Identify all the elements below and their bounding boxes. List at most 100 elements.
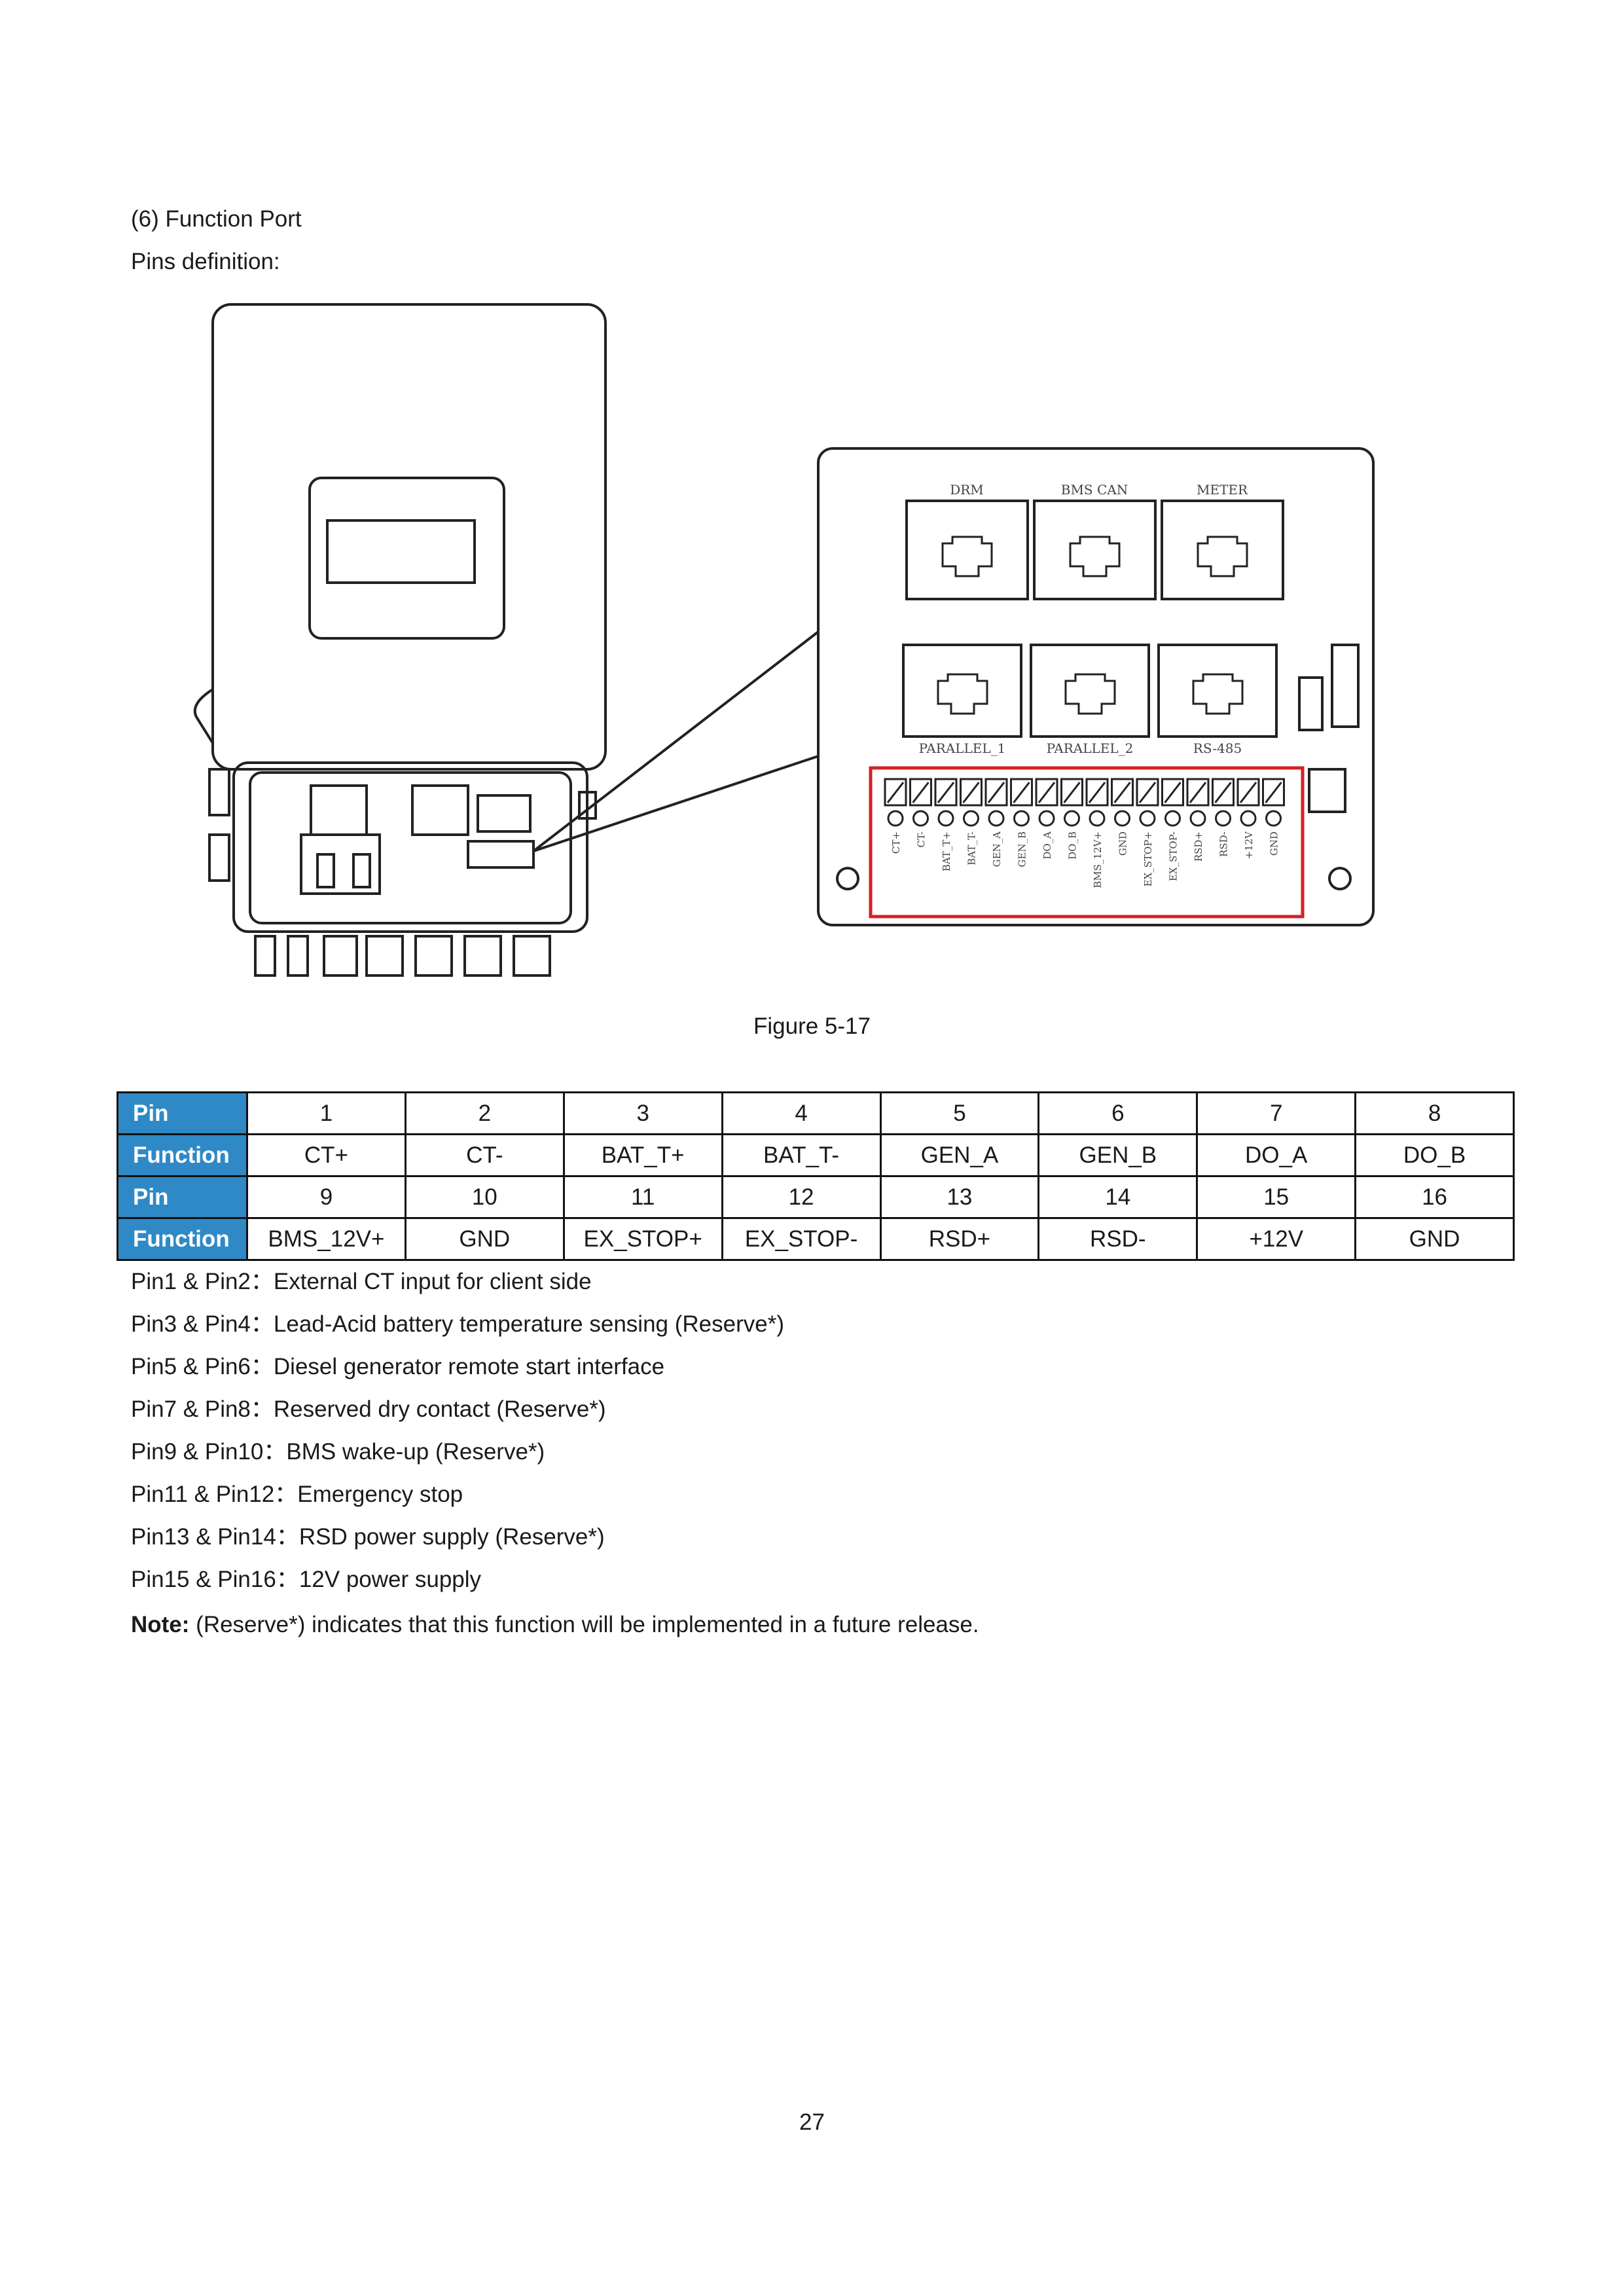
table-cell: 11 <box>562 1175 723 1219</box>
table-cell: EX_STOP- <box>721 1217 882 1261</box>
display-panel <box>308 477 505 640</box>
terminal-slot <box>960 778 983 807</box>
table-cell: +12V <box>1196 1217 1357 1261</box>
terminal-slot <box>1236 778 1260 807</box>
terminal-hole <box>887 810 904 827</box>
table-cell: 6 <box>1038 1091 1199 1135</box>
function-port-terminal-small <box>467 840 535 869</box>
terminal-label: EX_STOP+ <box>1142 831 1154 886</box>
table-cell: BAT_T+ <box>562 1133 723 1177</box>
lcd-screen <box>326 519 476 584</box>
terminal-label: DO_A <box>1041 831 1053 860</box>
terminal-screw <box>962 782 980 803</box>
table-cell: RSD- <box>1038 1217 1199 1261</box>
table-cell: 9 <box>246 1175 406 1219</box>
wiring-compartment <box>232 761 588 933</box>
terminal-screw <box>1214 782 1232 803</box>
pin-note: Pin5 & Pin6：Diesel generator remote star… <box>131 1354 665 1379</box>
table-cell: 14 <box>1038 1175 1199 1219</box>
terminal-screw <box>1063 782 1081 803</box>
terminal-hole <box>988 810 1005 827</box>
row-header: Function <box>117 1133 248 1177</box>
terminal-slot <box>1060 778 1083 807</box>
note-label: Note: <box>131 1612 190 1637</box>
table-cell: GND <box>404 1217 565 1261</box>
terminal-slot <box>1212 778 1235 807</box>
rj45-label-parallel-1: PARALLEL_1 <box>919 740 1006 756</box>
inverter-body <box>211 303 607 771</box>
table-cell: 5 <box>879 1091 1040 1135</box>
note-text: (Reserve*) indicates that this function … <box>189 1612 979 1637</box>
table-cell: 4 <box>721 1091 882 1135</box>
terminal-hole <box>1013 810 1030 827</box>
zoomed-port-panel <box>817 447 1375 926</box>
terminal-screw <box>1189 782 1207 803</box>
table-cell: 13 <box>879 1175 1040 1219</box>
terminal-slot <box>984 778 1008 807</box>
rj45-label-drm: DRM <box>950 482 984 498</box>
terminal-slot <box>1161 778 1184 807</box>
terminal-slot <box>1035 778 1058 807</box>
terminal-label: BAT_T- <box>966 831 978 866</box>
terminal-label: DO_B <box>1067 831 1079 860</box>
terminal-label: +12V <box>1243 831 1255 860</box>
terminal-label: GEN_A <box>991 831 1003 867</box>
terminal-screw <box>1088 782 1106 803</box>
pins-definition-label: Pins definition: <box>131 249 280 274</box>
rj45-label-rs485: RS-485 <box>1193 740 1242 756</box>
pin-note: Pin3 & Pin4：Lead-Acid battery temperatur… <box>131 1311 784 1337</box>
section-title: (6) Function Port <box>131 206 302 232</box>
terminal-slot <box>1111 778 1134 807</box>
pin-note: Pin1 & Pin2：External CT input for client… <box>131 1269 592 1294</box>
terminal-hole <box>1215 810 1231 827</box>
table-cell: DO_B <box>1354 1133 1515 1177</box>
rj45-label-meter: METER <box>1197 482 1248 498</box>
page-number: 27 <box>799 2109 825 2135</box>
terminal-hole <box>1164 810 1181 827</box>
terminal-hole <box>1064 810 1080 827</box>
pin-note: Pin7 & Pin8：Reserved dry contact (Reserv… <box>131 1396 606 1422</box>
terminal-hole <box>1189 810 1206 827</box>
note-line: Note: (Reserve*) indicates that this fun… <box>131 1612 979 1638</box>
terminal-label: GND <box>1117 831 1129 856</box>
terminal-screw <box>987 782 1005 803</box>
terminal-screw <box>1164 782 1182 803</box>
terminal-slot <box>1186 778 1210 807</box>
terminal-screw <box>937 782 955 803</box>
terminal-screw <box>1265 782 1282 803</box>
inverter-function-port-figure: DRM BMS CAN METER PARALLEL_1 PARALLEL_2 … <box>193 303 1375 977</box>
terminal-hole <box>1114 810 1130 827</box>
terminal-hole <box>1240 810 1257 827</box>
terminal-screw <box>1113 782 1131 803</box>
terminal-hole <box>937 810 954 827</box>
terminal-label: CT+ <box>890 831 902 854</box>
terminal-slot <box>1085 778 1109 807</box>
terminal-label: GND <box>1269 831 1280 856</box>
terminal-hole <box>963 810 979 827</box>
table-cell: CT- <box>404 1133 565 1177</box>
table-cell: 16 <box>1354 1175 1515 1219</box>
table-cell: RSD+ <box>879 1217 1040 1261</box>
table-cell: 3 <box>562 1091 723 1135</box>
pin-note: Pin13 & Pin14：RSD power supply (Reserve*… <box>131 1524 605 1550</box>
terminal-screw <box>1038 782 1056 803</box>
terminal-slot <box>934 778 958 807</box>
table-cell: BAT_T- <box>721 1133 882 1177</box>
table-cell: 12 <box>721 1175 882 1219</box>
terminal-slot <box>1262 778 1285 807</box>
pin-note: Pin15 & Pin16：12V power supply <box>131 1567 482 1592</box>
rj45-label-bms-can: BMS CAN <box>1061 482 1128 498</box>
terminal-label: CT- <box>916 831 928 848</box>
row-header: Function <box>117 1217 248 1261</box>
table-cell: 10 <box>404 1175 565 1219</box>
table-cell: 1 <box>246 1091 406 1135</box>
terminal-slot <box>884 778 907 807</box>
figure-caption: Figure 5-17 <box>753 1013 871 1039</box>
table-cell: DO_A <box>1196 1133 1357 1177</box>
table-cell: 2 <box>404 1091 565 1135</box>
terminal-label: GEN_B <box>1017 831 1028 867</box>
terminal-hole <box>1139 810 1156 827</box>
